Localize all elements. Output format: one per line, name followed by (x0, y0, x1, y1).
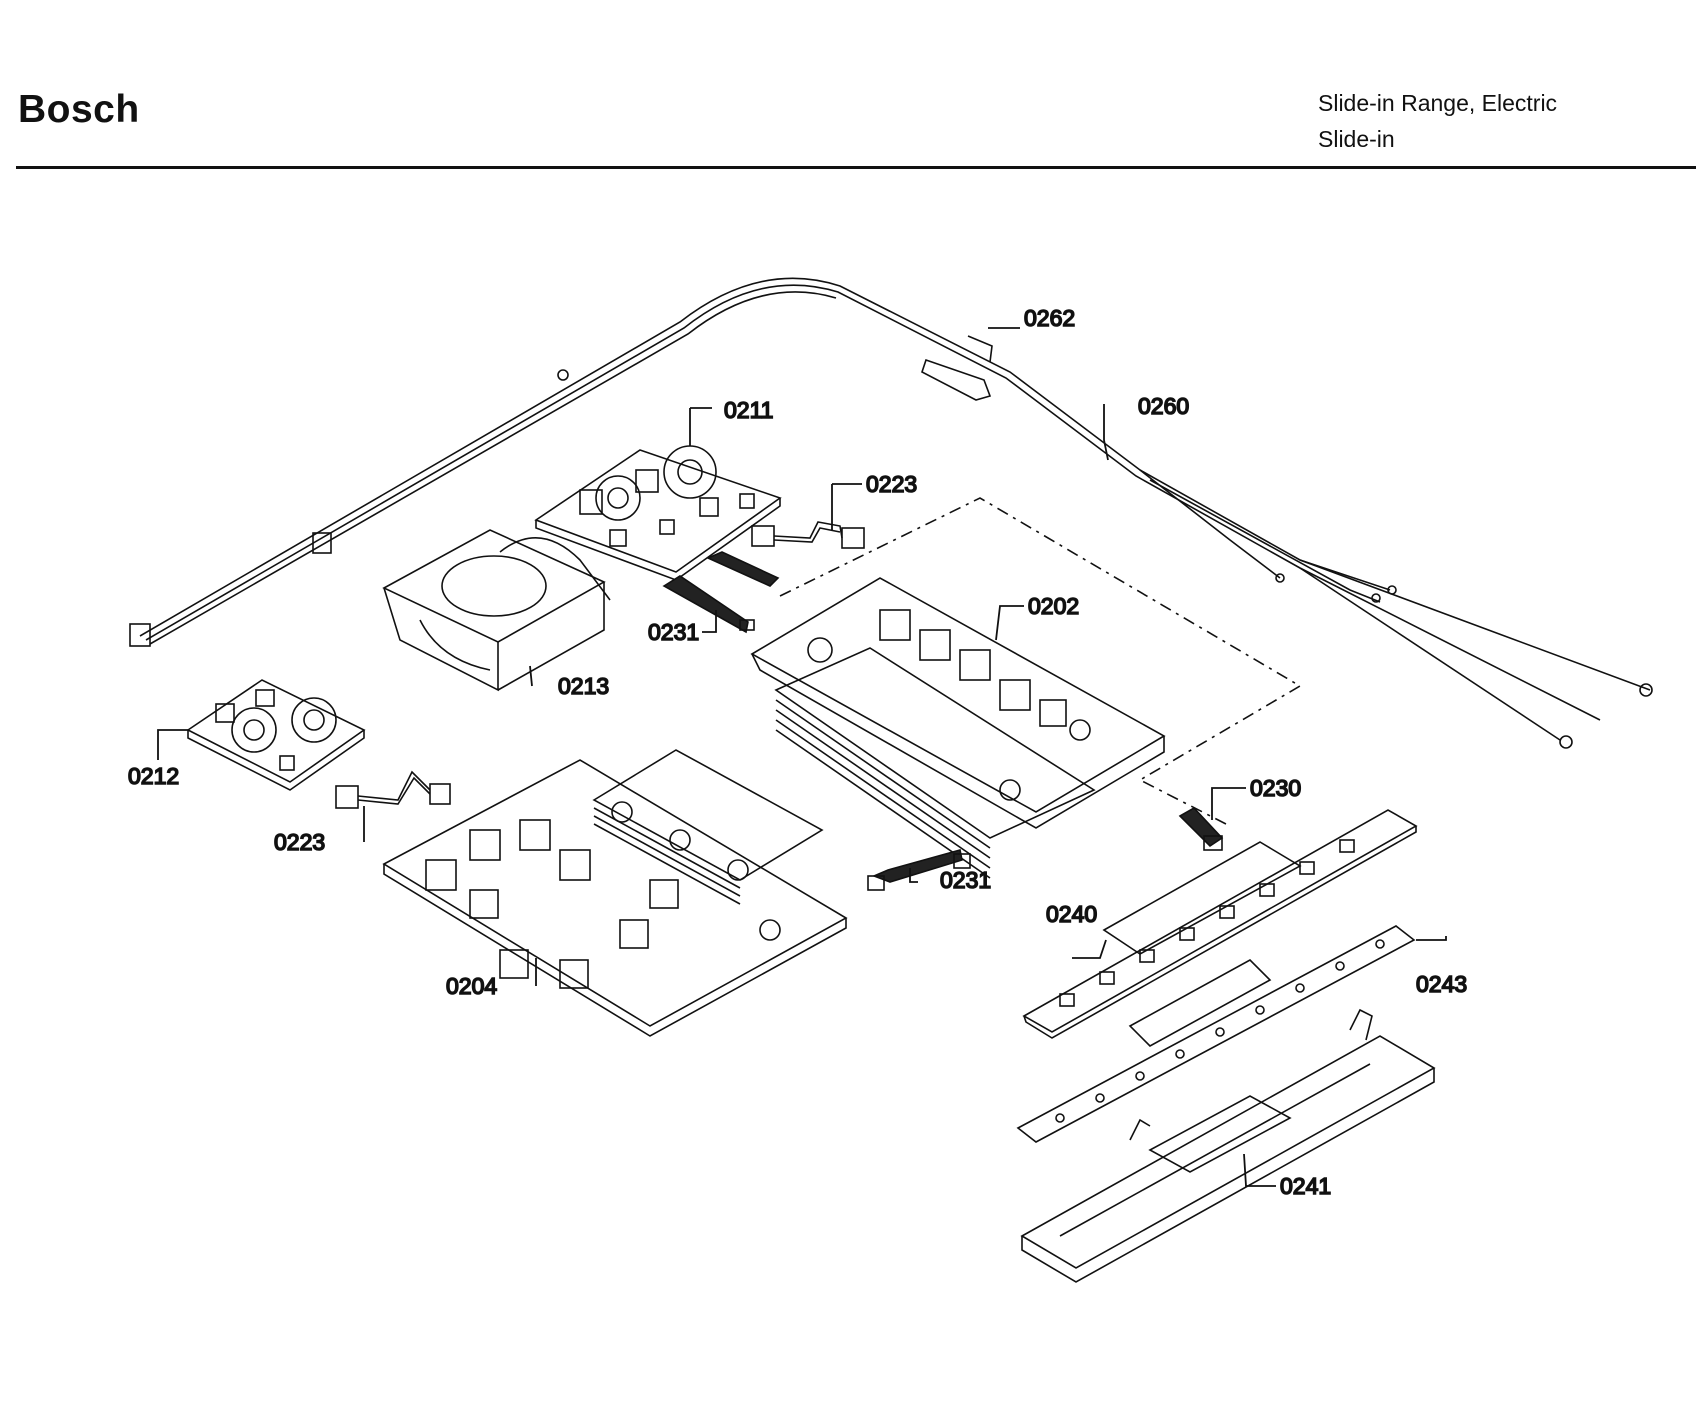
wire-harness-0260 (129, 277, 1653, 749)
callout-0213: 0213 (558, 673, 609, 699)
generator-board-0202 (750, 577, 1166, 879)
fan-assembly-0213 (382, 529, 611, 692)
callout-0241: 0241 (1280, 1173, 1331, 1199)
filter-board-0212 (186, 679, 366, 791)
callout-0262: 0262 (1024, 305, 1075, 331)
callout-0204: 0204 (446, 973, 497, 999)
control-board-0204 (382, 749, 848, 1037)
mounting-bracket-0241 (1020, 1008, 1436, 1283)
header-rule (16, 166, 1696, 169)
callout-0260: 0260 (1138, 393, 1189, 419)
model-subtitle: Slide-in (1318, 126, 1395, 152)
ribbon-cable-0231-top (662, 551, 780, 634)
callout-0211: 0211 (724, 397, 773, 423)
keypad-board-0240 (1022, 809, 1418, 1039)
callout-0230: 0230 (1250, 775, 1301, 801)
connector-0230 (1178, 806, 1224, 851)
callout-0243: 0243 (1416, 971, 1467, 997)
callout-0231-bottom: 0231 (940, 867, 991, 893)
leader-lines (157, 327, 1447, 1187)
key-frame-0243 (1016, 925, 1416, 1143)
ribbon-cable-0231-bottom (867, 848, 971, 891)
brand-name: Bosch (18, 88, 140, 131)
cable-0223-top (751, 521, 865, 549)
power-board-0211 (534, 445, 782, 581)
callout-0202: 0202 (1028, 593, 1079, 619)
callout-0212: 0212 (128, 763, 179, 789)
callout-0223-left: 0223 (274, 829, 325, 855)
callout-0240: 0240 (1046, 901, 1097, 927)
cable-0223-left (335, 770, 451, 809)
dashed-outline-0202 (779, 497, 1302, 825)
callout-0231-top: 0231 (648, 619, 699, 645)
callout-0223-top: 0223 (866, 471, 917, 497)
model-title: Slide-in Range, Electric (1318, 90, 1558, 116)
